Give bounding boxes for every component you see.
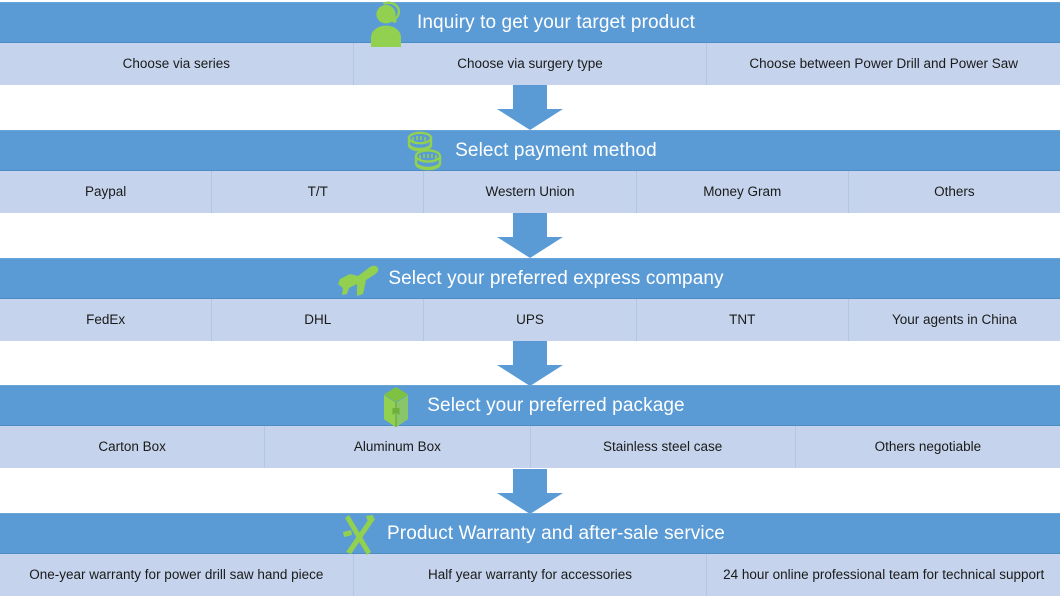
section-payment: Select payment method Paypal T/T Western…	[0, 130, 1060, 213]
options-row-warranty: One-year warranty for power drill saw ha…	[0, 554, 1060, 596]
option-tnt[interactable]: TNT	[637, 299, 849, 341]
option-others-negotiable[interactable]: Others negotiable	[874, 439, 982, 455]
option-carton-box[interactable]: Carton Box	[0, 426, 266, 468]
option-western-union[interactable]: Western Union	[424, 171, 637, 213]
option-aluminum-box[interactable]: Aluminum Box	[265, 426, 531, 468]
person-headset-icon	[365, 0, 407, 47]
section-inquiry: Inquiry to get your target product Choos…	[0, 0, 1060, 85]
section-package: Select your preferred package Carton Box…	[0, 385, 1060, 468]
option-ups[interactable]: UPS	[424, 299, 637, 341]
section-header-package: Select your preferred package	[0, 385, 1060, 427]
option-half-year-warranty[interactable]: Half year warranty for accessories	[354, 554, 708, 596]
options-row-inquiry: Choose via series Choose via surgery typ…	[0, 43, 1060, 85]
section-header-inquiry: Inquiry to get your target product	[0, 0, 1060, 47]
coins-icon	[403, 129, 445, 175]
option-tt[interactable]: T/T	[212, 171, 425, 213]
option-money-gram[interactable]: Money Gram	[637, 171, 849, 213]
arrow-down-3	[497, 341, 563, 386]
arrow-down-2	[497, 213, 563, 258]
option-choose-via-surgery-type[interactable]: Choose via surgery type	[354, 43, 708, 85]
section-header-express: Select your preferred express company	[0, 258, 1060, 299]
section-header-warranty: Product Warranty and after-sale service	[0, 513, 1060, 555]
section-title-inquiry: Inquiry to get your target product	[417, 12, 695, 33]
option-choose-drill-or-saw[interactable]: Choose between Power Drill and Power Saw	[749, 56, 1018, 72]
option-paypal[interactable]: Paypal	[0, 171, 213, 213]
option-fedex[interactable]: FedEx	[0, 299, 213, 341]
section-warranty: Product Warranty and after-sale service …	[0, 513, 1060, 596]
box-icon	[375, 384, 417, 430]
tools-icon	[335, 512, 377, 558]
section-title-express: Select your preferred express company	[388, 268, 724, 289]
option-others[interactable]: Others	[934, 184, 975, 200]
section-title-package: Select your preferred package	[427, 395, 685, 416]
option-choose-via-series[interactable]: Choose via series	[0, 43, 354, 85]
arrow-down-4	[497, 469, 563, 514]
option-one-year-warranty[interactable]: One-year warranty for power drill saw ha…	[0, 554, 354, 596]
option-stainless-steel-case[interactable]: Stainless steel case	[531, 426, 796, 468]
section-title-payment: Select payment method	[455, 140, 657, 161]
section-express: Select your preferred express company Fe…	[0, 258, 1060, 341]
section-title-warranty: Product Warranty and after-sale service	[387, 523, 725, 544]
options-row-express: FedEx DHL UPS TNT Your agents in China	[0, 299, 1060, 341]
option-24-hour-support[interactable]: 24 hour online professional team for tec…	[723, 567, 1045, 583]
options-row-package: Carton Box Aluminum Box Stainless steel …	[0, 426, 1060, 468]
options-row-payment: Paypal T/T Western Union Money Gram Othe…	[0, 171, 1060, 213]
airplane-icon	[336, 257, 379, 303]
section-header-payment: Select payment method	[0, 130, 1060, 171]
option-your-agents-in-china[interactable]: Your agents in China	[891, 312, 1017, 328]
option-dhl[interactable]: DHL	[212, 299, 425, 341]
arrow-down-1	[497, 85, 563, 130]
